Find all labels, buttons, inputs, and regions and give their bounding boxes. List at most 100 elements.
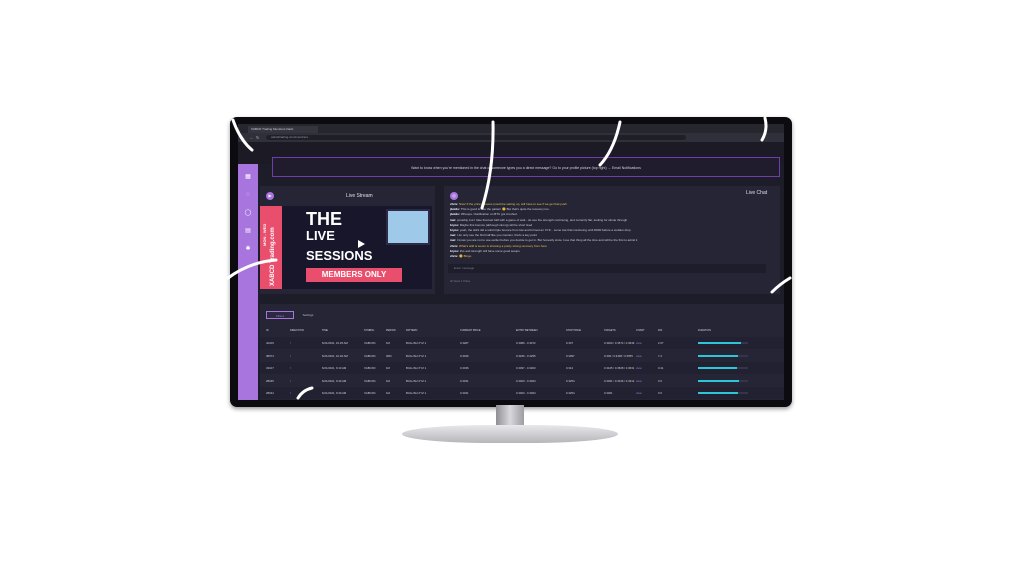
monitor-stand-base bbox=[402, 425, 618, 443]
cell-chart[interactable]: view bbox=[636, 391, 642, 395]
cell-period: 1M bbox=[386, 378, 390, 383]
video-icon: ▶ bbox=[266, 192, 274, 200]
cell-direction: ↑ bbox=[290, 366, 292, 370]
browser-tab-bar: XABCD Trading Members Dash bbox=[238, 124, 784, 133]
cell-current: 0.3287 bbox=[460, 341, 469, 345]
chat-username[interactable]: mei: bbox=[450, 217, 458, 222]
chat-message: chris: 😊 Bingo bbox=[450, 254, 471, 258]
column-header[interactable]: SYMBOL bbox=[364, 329, 375, 332]
notification-banner: Want to know when you're mentioned in th… bbox=[272, 157, 780, 177]
lightbulb-icon[interactable]: ◌ bbox=[246, 192, 250, 198]
duration-progress-fill bbox=[698, 367, 737, 369]
tv-graphic bbox=[386, 209, 430, 245]
reload-icon[interactable]: ↻ bbox=[256, 135, 260, 140]
chat-username[interactable]: chris: bbox=[450, 254, 460, 258]
cell-targets: 0.3361 bbox=[604, 391, 613, 395]
column-header[interactable]: CHART bbox=[636, 329, 645, 332]
chat-username[interactable]: bryce: bbox=[450, 228, 460, 232]
chat-username[interactable]: bryce: bbox=[450, 248, 460, 253]
chart-icon[interactable]: ▤ bbox=[245, 228, 251, 234]
live-stream-title: Live Stream bbox=[346, 193, 373, 199]
duration-progress-bar bbox=[698, 392, 748, 394]
column-header[interactable]: ENTRY BETWEEN bbox=[516, 329, 538, 332]
chat-username[interactable]: mei: bbox=[450, 238, 458, 243]
chat-username[interactable]: bryce: bbox=[450, 222, 460, 227]
cell-id: 28044 bbox=[266, 391, 274, 395]
chat-username[interactable]: jboldo: bbox=[450, 212, 461, 217]
cell-entry: 0.3180 - 0.3255 bbox=[516, 353, 536, 358]
chat-username[interactable]: chris: bbox=[450, 202, 460, 206]
column-header[interactable]: TARGETS bbox=[604, 329, 616, 332]
cell-rr: 0.5 bbox=[658, 391, 662, 395]
column-header[interactable]: ID bbox=[266, 329, 269, 332]
live-stream-thumbnail[interactable]: MON - WED XABCD Trading.com THE LIVE SES… bbox=[260, 206, 432, 289]
cell-entry: 0.3397 - 0.3403 bbox=[516, 366, 536, 370]
chat-username[interactable]: mei: bbox=[450, 233, 458, 238]
cell-direction: ↑ bbox=[290, 353, 292, 358]
chat-username[interactable]: chris: bbox=[450, 243, 460, 248]
chat-text: possibly, but I hate that last half with… bbox=[457, 217, 628, 222]
chat-message: mei: possibly, but I hate that last half… bbox=[450, 218, 627, 222]
cell-id: 42109 bbox=[266, 341, 274, 345]
cell-stop: 0.3254 bbox=[566, 378, 575, 383]
cell-time: 6/21/2021, 10:25 AM bbox=[322, 341, 348, 345]
cell-rr: 2.67 bbox=[658, 341, 664, 345]
chat-bubble-icon: ◎ bbox=[450, 192, 458, 200]
chat-text: yeah, the H&S did a solid triple bounce … bbox=[459, 228, 631, 232]
tab-filters[interactable]: Filters bbox=[266, 311, 294, 319]
live-chat-panel: ◎ Live Chat chris: Nice! If the price re… bbox=[444, 186, 780, 294]
url-input[interactable]: xabcdtrading.com/members bbox=[266, 135, 686, 140]
live-chat-title: Live Chat bbox=[746, 190, 768, 196]
chat-icon[interactable]: ◯ bbox=[244, 210, 252, 216]
arrow-top-right bbox=[760, 116, 768, 142]
chat-input[interactable]: Enter message bbox=[448, 264, 766, 273]
cell-chart[interactable]: view bbox=[636, 341, 642, 345]
cell-stop: 0.314 bbox=[566, 366, 573, 370]
column-header[interactable]: DURATION bbox=[698, 329, 711, 332]
cell-id: 28045 bbox=[266, 378, 274, 383]
cell-entry: 0.3303 - 0.3304 bbox=[516, 391, 536, 395]
settings-icon[interactable]: ✱ bbox=[245, 246, 251, 252]
back-icon[interactable]: ← bbox=[242, 135, 246, 140]
column-header[interactable]: PERIOD bbox=[386, 329, 396, 332]
monitor: XABCD Trading Members Dash ← → ↻ xabcdtr… bbox=[230, 117, 792, 407]
cell-targets: 0.3425 / 0.3528 / 0.3631 bbox=[604, 366, 635, 370]
cell-targets: 0.339 / 0.3408 / 0.3555 bbox=[604, 353, 633, 358]
chat-username[interactable]: jboldo: bbox=[450, 207, 461, 212]
cell-period: 1M bbox=[386, 391, 390, 395]
chat-text: Nice! If the price retraces (could be se… bbox=[459, 202, 567, 206]
chat-text: This is good to see the pattern 😊 But th… bbox=[460, 207, 550, 212]
dashboard-icon[interactable]: ▦ bbox=[245, 174, 251, 180]
browser-url-bar: ← → ↻ xabcdtrading.com/members bbox=[238, 133, 784, 142]
cell-symbol: XABCXD bbox=[364, 366, 376, 370]
forward-icon[interactable]: → bbox=[249, 135, 253, 140]
chat-message: bryce: yeah, the H&S did a solid triple … bbox=[450, 228, 631, 232]
browser-tab[interactable]: XABCD Trading Members Dash bbox=[248, 126, 318, 133]
tab-settings[interactable]: Settings bbox=[302, 313, 314, 317]
cell-pattern: BULLISH XYZ 1 bbox=[406, 366, 427, 370]
duration-progress-bar bbox=[698, 342, 748, 344]
cell-chart[interactable]: view bbox=[636, 378, 642, 383]
cell-chart[interactable]: view bbox=[636, 353, 642, 358]
cell-chart[interactable]: view bbox=[636, 366, 642, 370]
cell-rr: 0.5 bbox=[658, 378, 662, 383]
play-icon[interactable] bbox=[358, 240, 365, 248]
cell-id: 34107 bbox=[266, 366, 274, 370]
column-header[interactable]: CURRENT PRICE bbox=[460, 329, 481, 332]
cell-current: 0.3336 bbox=[460, 366, 469, 370]
column-header[interactable]: PATTERN bbox=[406, 329, 418, 332]
column-header[interactable]: DIRECTION bbox=[290, 329, 304, 332]
cell-pattern: BULLISH XYZ 1 bbox=[406, 391, 427, 395]
column-header[interactable]: STOP PRICE bbox=[566, 329, 582, 332]
cell-stop: 0.307 bbox=[566, 341, 573, 345]
column-header[interactable]: R:R bbox=[658, 329, 663, 332]
cell-entry: 0.3080 - 0.3072 bbox=[516, 341, 536, 345]
column-header[interactable]: TIME bbox=[322, 329, 328, 332]
chat-message: mei: I know you are not to use earlier b… bbox=[450, 238, 637, 242]
